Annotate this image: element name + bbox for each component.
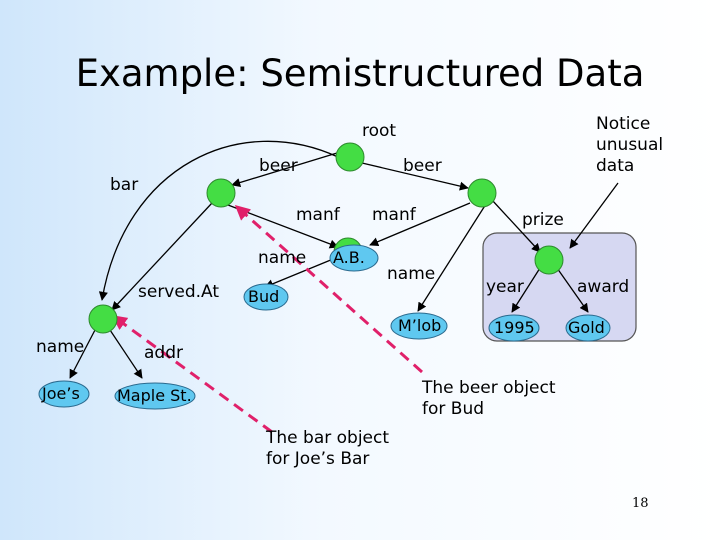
leaf-gold	[565, 314, 611, 342]
leaf-label-ab: A.B.	[333, 248, 365, 267]
bar-object-line-2: for Joe’s Bar	[266, 449, 370, 469]
edge-label-name-bud: name	[258, 248, 307, 268]
edge-name-bud	[264, 256, 339, 289]
leaf-1995	[488, 314, 540, 342]
notice-annotation: Notice unusual data	[596, 114, 663, 177]
notice-line-2: unusual	[596, 135, 664, 155]
leaf-label-gold: Gold	[568, 318, 605, 337]
edge-label-bar: bar	[110, 175, 139, 195]
leaf-label-joes: Joe’s	[42, 384, 80, 403]
edge-label-award: award	[577, 277, 630, 297]
edge-award	[556, 267, 589, 313]
slide-title: Example: Semistructured Data	[75, 52, 645, 95]
edge-root-to-bar-object	[231, 152, 338, 187]
beer-object-line-2: for Bud	[422, 399, 485, 419]
edge-label-beer-right: beer	[403, 156, 442, 176]
unusual-data-region	[482, 232, 637, 342]
leaf-ab	[329, 244, 379, 272]
edge-year	[511, 267, 541, 313]
root-node	[335, 142, 365, 172]
edge-label-prize: prize	[522, 210, 564, 230]
edge-root-to-joes-bar	[98, 140, 339, 301]
edge-label-served-at: served.At	[138, 282, 220, 302]
leaf-bud	[243, 283, 289, 311]
edge-name-joes	[69, 329, 96, 379]
notice-line-1: Notice	[596, 114, 651, 134]
edge-label-beer-left: beer	[259, 156, 298, 176]
edge-manf-right	[369, 202, 471, 247]
edge-label-name-mlob: name	[387, 264, 436, 284]
leaf-label-bud: Bud	[248, 287, 280, 306]
leaf-label-1995: 1995	[494, 318, 535, 337]
prize-object-node	[534, 245, 564, 275]
slide-number: 18	[632, 496, 649, 511]
edge-label-addr: addr	[144, 343, 183, 363]
notice-pointer	[569, 182, 619, 249]
bar-object-line-1: The bar object	[266, 428, 390, 448]
edge-name-mlob	[417, 203, 487, 312]
bar-object-node	[206, 178, 236, 208]
edge-prize	[491, 199, 541, 253]
beer-object-annotation: The beer object for Bud	[422, 378, 556, 420]
bar-object-annotation: The bar object for Joe’s Bar	[266, 428, 389, 470]
leaf-maple	[114, 382, 196, 410]
leaf-joes	[38, 380, 90, 408]
notice-line-3: data	[596, 156, 635, 176]
beer-object-pointer	[234, 204, 423, 374]
joes-bar-node	[88, 304, 118, 334]
beer-object-line-1: The beer object	[422, 378, 556, 398]
edge-label-manf-right: manf	[372, 205, 416, 225]
edge-served-at	[111, 202, 213, 311]
edge-label-manf-left: manf	[296, 205, 340, 225]
edges	[69, 140, 619, 379]
edge-label-name-joes: name	[36, 337, 85, 357]
edge-addr	[109, 329, 143, 379]
leaf-label-maple: Maple St.	[117, 386, 192, 405]
root-label: root	[362, 121, 397, 141]
edge-label-year: year	[486, 277, 524, 297]
edge-root-to-beer-object	[361, 162, 469, 191]
pointer-lines	[111, 204, 423, 434]
leaf-mlob	[390, 312, 448, 340]
leaf-nodes	[38, 244, 611, 410]
leaf-label-mlob: M’lob	[398, 316, 442, 335]
beer-object-node	[467, 178, 497, 208]
bar-object-pointer	[111, 314, 273, 434]
